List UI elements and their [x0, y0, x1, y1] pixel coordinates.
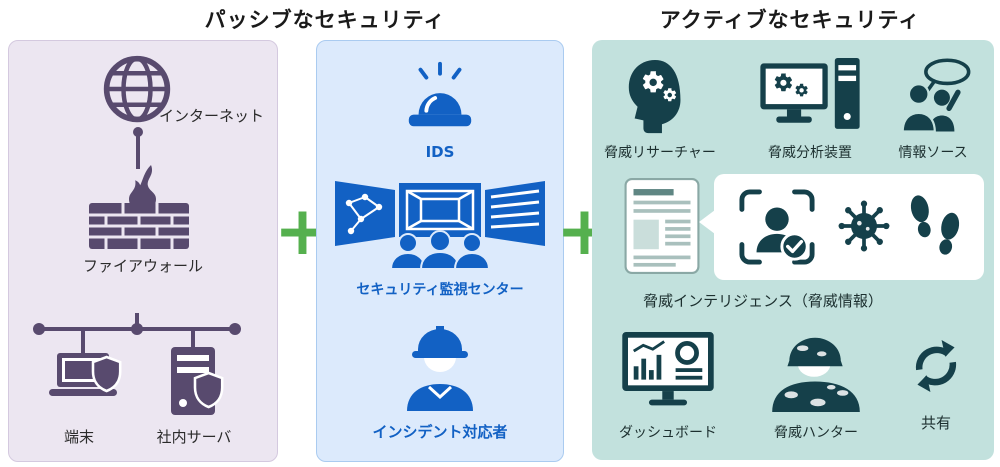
shield-icon [193, 371, 224, 409]
server-label: 社内サーバ [156, 428, 232, 446]
threat-hunter-label: 脅威ハンター [774, 425, 858, 441]
share-cycle-icon [910, 338, 962, 394]
threat-researcher-label: 脅威リサーチャー [604, 145, 716, 161]
network-connector-line [136, 135, 140, 169]
intelligence-report-icon [624, 176, 700, 276]
footprints-icon [906, 186, 964, 266]
monitoring-panel: IDS [316, 40, 564, 462]
information-source-label: 情報ソース [898, 145, 968, 161]
ids-siren-icon [401, 59, 479, 137]
internet-label: インターネット [159, 107, 265, 125]
malware-virus-icon [838, 200, 890, 252]
shield-icon [91, 355, 122, 393]
threat-researcher-icon [622, 58, 698, 136]
threat-hunter-icon [764, 332, 868, 412]
security-operations-center-icon [331, 177, 549, 269]
lan-network-icon [31, 309, 243, 419]
firewall-label: ファイアウォール [82, 257, 203, 275]
share-label: 共有 [920, 414, 951, 432]
responder-label: インシデント対応者 [372, 423, 508, 441]
plus-sign: + [274, 192, 331, 271]
ids-label: IDS [425, 143, 455, 161]
passive-security-panel: インターネット ファイアウォール [8, 40, 278, 462]
endpoint-label: 端末 [63, 428, 94, 446]
soc-label: セキュリティ監視センター [356, 282, 524, 298]
threat-intelligence-label: 脅威インテリジェンス（脅威情報） [643, 292, 883, 310]
plus-sign: + [556, 192, 613, 271]
passive-security-title: パッシブなセキュリティ [204, 8, 446, 32]
internet-globe-icon [101, 53, 173, 125]
incident-responder-icon [399, 319, 481, 411]
dashboard-label: ダッシュボード [619, 425, 717, 441]
network-node-dot [133, 127, 143, 137]
active-security-title: アクティブなセキュリティ [659, 8, 921, 32]
intelligence-callout-bubble [699, 174, 984, 280]
threat-analyzer-label: 脅威分析装置 [768, 145, 852, 161]
active-security-panel: 脅威リサーチャー 脅威分析装置 [592, 40, 994, 460]
firewall-icon [87, 165, 191, 249]
information-source-icon [892, 54, 974, 136]
threat-analyzer-icon [760, 58, 860, 136]
identity-scan-icon [738, 188, 816, 266]
dashboard-icon [622, 332, 714, 412]
